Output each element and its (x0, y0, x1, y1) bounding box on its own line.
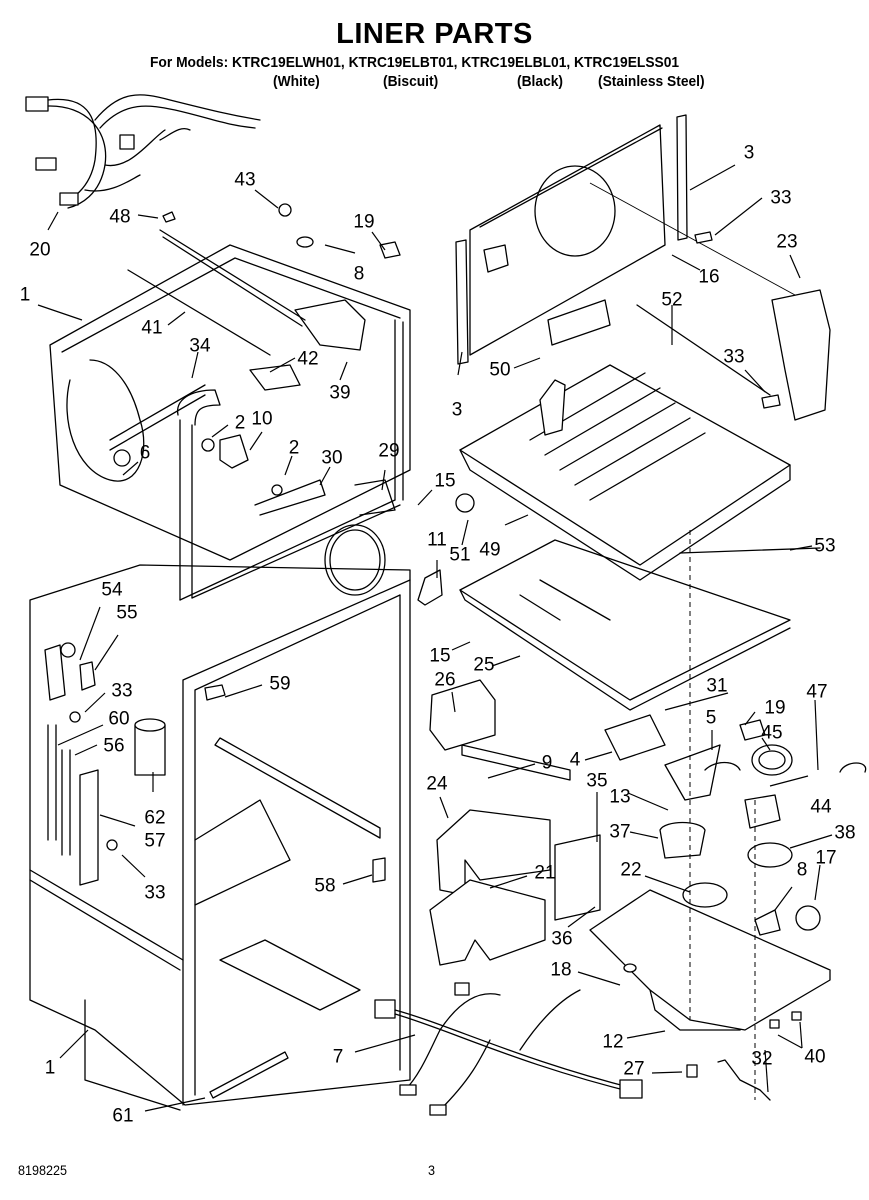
light-housing-parts (109, 203, 401, 596)
model-color-biscuit: (Biscuit) (383, 73, 439, 90)
callout-10: 10 (251, 408, 273, 430)
callout-59: 59 (269, 673, 291, 695)
callout-16: 16 (698, 266, 720, 288)
callout-41: 41 (141, 317, 163, 339)
callout-20: 20 (29, 239, 51, 261)
callout-15-lower: 15 (429, 645, 451, 667)
callout-34: 34 (189, 335, 211, 357)
model-color-white: (White) (273, 73, 320, 90)
callout-33-upper: 33 (770, 187, 792, 209)
callout-1-lower-liner: 1 (44, 1057, 56, 1079)
callout-24: 24 (426, 773, 448, 795)
callout-30: 30 (321, 447, 343, 469)
callout-43: 43 (234, 169, 256, 191)
callout-57: 57 (144, 830, 166, 852)
callout-38: 38 (834, 822, 856, 844)
callout-45: 45 (761, 722, 783, 744)
callout-33-right: 33 (723, 346, 745, 368)
callout-15: 15 (434, 470, 456, 492)
callout-32: 32 (751, 1048, 773, 1070)
callout-60: 60 (108, 708, 130, 730)
callout-1-upper-liner: 1 (19, 284, 31, 306)
callout-55: 55 (116, 602, 138, 624)
callout-6: 6 (139, 442, 151, 464)
callout-56: 56 (103, 735, 125, 757)
callout-11: 11 (427, 529, 447, 551)
callout-8-lower: 8 (796, 859, 808, 881)
callout-13: 13 (609, 786, 631, 808)
callout-51: 51 (449, 544, 471, 566)
callout-2-second: 2 (288, 437, 300, 459)
callout-23: 23 (776, 231, 798, 253)
freezer-side-parts (44, 642, 386, 886)
callout-58: 58 (314, 875, 336, 897)
model-color-black: (Black) (517, 73, 564, 90)
lower-liner (29, 564, 411, 1111)
callout-8: 8 (353, 263, 365, 285)
callout-36: 36 (551, 928, 573, 950)
callout-25: 25 (473, 654, 495, 676)
lower-wiring-harness (374, 982, 643, 1116)
trim-strip (209, 1051, 289, 1099)
freezer-floor-plate (459, 539, 791, 711)
callout-33-left-lower: 33 (144, 882, 166, 904)
callout-17: 17 (815, 847, 837, 869)
callout-5: 5 (705, 707, 717, 729)
callout-39: 39 (329, 382, 351, 404)
callout-62: 62 (144, 807, 166, 829)
callout-49: 49 (479, 539, 501, 561)
callout-21: 21 (534, 862, 556, 884)
dispenser-components (429, 530, 867, 1101)
document-number: 8198225 (18, 1162, 68, 1178)
page-number: 3 (428, 1162, 436, 1178)
upper-wiring-harness (25, 94, 261, 209)
callout-37: 37 (609, 821, 631, 843)
callout-47: 47 (806, 681, 828, 703)
callout-42: 42 (297, 348, 319, 370)
model-color-stainless: (Stainless Steel) (598, 73, 705, 90)
callout-61: 61 (112, 1105, 134, 1127)
callout-18: 18 (550, 959, 572, 981)
callout-40: 40 (804, 1046, 826, 1068)
page-title: LINER PARTS (336, 18, 533, 50)
callout-19: 19 (353, 211, 375, 233)
callout-9: 9 (541, 752, 553, 774)
callout-52: 52 (661, 289, 683, 311)
callout-48: 48 (109, 206, 131, 228)
callout-33-left-upper: 33 (111, 680, 133, 702)
callout-leader-lines (37, 164, 833, 1112)
callout-3-left: 3 (451, 399, 463, 421)
freezer-shelf (455, 364, 821, 581)
callout-29: 29 (378, 440, 400, 462)
callout-4: 4 (569, 749, 581, 771)
callout-3-right: 3 (743, 142, 755, 164)
callout-7: 7 (332, 1046, 344, 1068)
callout-27: 27 (623, 1058, 645, 1080)
callout-31: 31 (706, 675, 728, 697)
evaporator-cover-panel (455, 114, 831, 421)
callout-26: 26 (434, 669, 456, 691)
callout-54: 54 (101, 579, 123, 601)
callout-53: 53 (814, 535, 836, 557)
callout-44: 44 (810, 796, 832, 818)
callout-2: 2 (234, 412, 246, 434)
callout-22: 22 (620, 859, 642, 881)
callout-19-lower: 19 (764, 697, 786, 719)
callout-50: 50 (489, 359, 511, 381)
fan-blade (417, 569, 443, 606)
upper-liner (49, 244, 411, 601)
models-line: For Models: KTRC19ELWH01, KTRC19ELBT01, … (150, 54, 680, 71)
callout-12: 12 (602, 1031, 624, 1053)
callout-35: 35 (586, 770, 608, 792)
